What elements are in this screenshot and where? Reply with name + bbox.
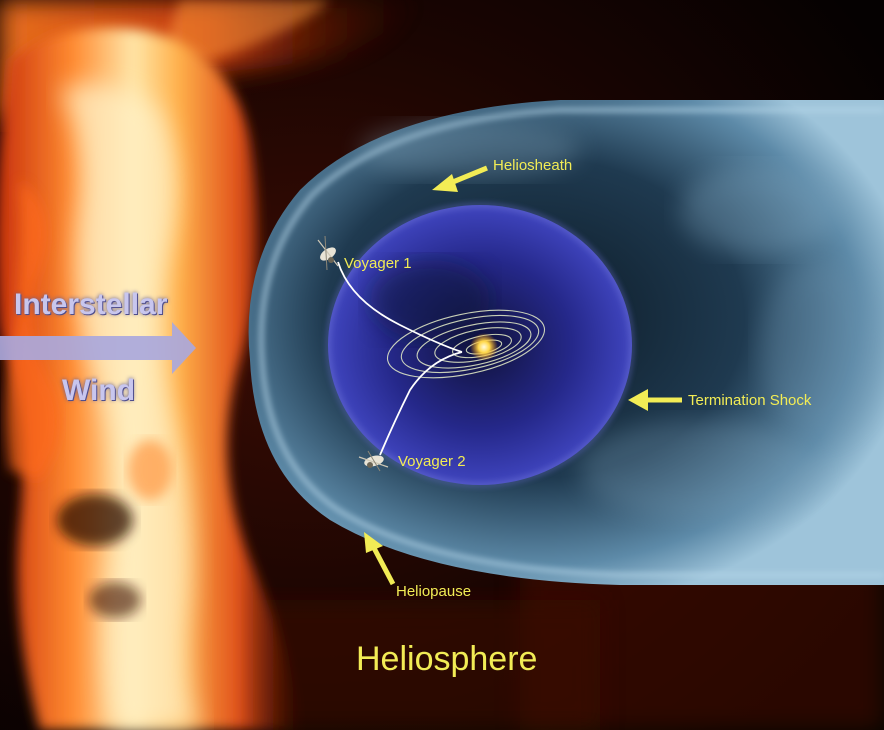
voyager-2-label: Voyager 2 — [398, 454, 466, 469]
wind-label-line-2: Wind — [62, 376, 135, 406]
heliosheath-label: Heliosheath — [493, 158, 572, 173]
wind-label-line-1: Interstellar — [14, 290, 167, 320]
sun — [470, 333, 498, 361]
termination-shock-label: Termination Shock — [688, 393, 811, 408]
diagram-title: Heliosphere — [356, 642, 537, 676]
voyager-1-label: Voyager 1 — [344, 256, 412, 271]
heliopause-label: Heliopause — [396, 584, 471, 599]
